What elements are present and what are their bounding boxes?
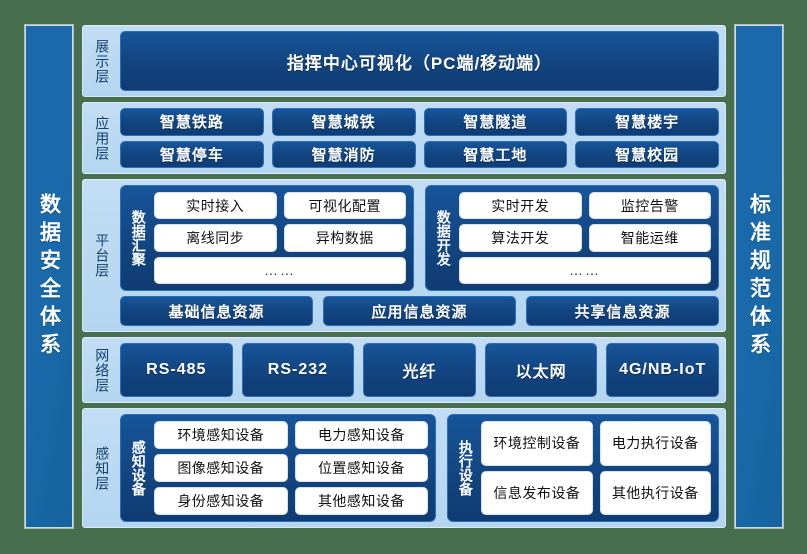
group-data-development: 数据开发 实时开发 监控告警 算法开发 智能运维 <box>425 185 719 291</box>
application-row-1: 智慧铁路 智慧城铁 智慧隧道 智慧楼宇 <box>120 108 719 136</box>
app-item-smart-building[interactable]: 智慧楼宇 <box>575 108 719 136</box>
sensing-groups: 感知设备 环境感知设备 电力感知设备 图像感知设备 位置感知设备 <box>120 414 719 522</box>
chip-other-actuator-device[interactable]: 其他执行设备 <box>599 470 712 515</box>
group-data-development-title-box: 数据开发 <box>433 192 453 284</box>
group-sensing-devices: 感知设备 环境感知设备 电力感知设备 图像感知设备 位置感知设备 <box>120 414 437 522</box>
group-sensing-devices-title: 感知设备 <box>130 440 147 496</box>
group-actuator-devices: 执行设备 环境控制设备 电力执行设备 信息发布设备 其他执行设备 <box>447 414 719 522</box>
layer-display-label-box: 展示层 <box>89 31 115 91</box>
layer-application: 应用层 智慧铁路 智慧城铁 智慧隧道 智慧楼宇 智慧停车 智慧消防 智慧工地 智… <box>82 102 726 174</box>
chip-realtime-ingest[interactable]: 实时接入 <box>154 192 277 220</box>
chip-intelligent-ops[interactable]: 智能运维 <box>588 224 711 252</box>
group-data-aggregation: 数据汇聚 实时接入 可视化配置 离线同步 异构数据 <box>120 185 414 291</box>
chip-environment-control-device[interactable]: 环境控制设备 <box>481 421 593 466</box>
sensing-row-2: 图像感知设备 位置感知设备 <box>154 454 429 482</box>
layer-display-label: 展示层 <box>94 38 111 84</box>
right-pillar-standards: 标准规范体系 <box>735 25 783 528</box>
layer-display-body: 指挥中心可视化（PC端/移动端） <box>120 31 719 91</box>
app-item-smart-metro[interactable]: 智慧城铁 <box>271 108 416 136</box>
chip-power-actuator-device[interactable]: 电力执行设备 <box>599 421 712 466</box>
group-actuator-devices-title: 执行设备 <box>457 440 474 496</box>
sensing-row-3: 身份感知设备 其他感知设备 <box>154 487 429 515</box>
layer-application-label-box: 应用层 <box>89 108 115 168</box>
platform-resource-row: 基础信息资源 应用信息资源 共享信息资源 <box>120 296 719 326</box>
left-pillar-label: 数据安全体系 <box>37 192 61 361</box>
chip-power-sensing-device[interactable]: 电力感知设备 <box>294 421 429 449</box>
actuator-row-2: 信息发布设备 其他执行设备 <box>481 470 712 515</box>
resource-shared-information[interactable]: 共享信息资源 <box>526 296 719 326</box>
app-item-smart-tunnel[interactable]: 智慧隧道 <box>423 108 568 136</box>
network-item-ethernet[interactable]: 以太网 <box>484 343 598 397</box>
chip-monitoring-alarm[interactable]: 监控告警 <box>588 192 711 220</box>
group-data-development-grid: 实时开发 监控告警 算法开发 智能运维 …… <box>459 192 711 284</box>
network-item-fiber[interactable]: 光纤 <box>363 343 476 397</box>
layer-network-body: RS-485 RS-232 光纤 以太网 4G/NB-IoT <box>120 343 719 397</box>
group-data-development-title: 数据开发 <box>435 210 452 266</box>
chip-heterogeneous-data[interactable]: 异构数据 <box>283 224 406 252</box>
development-row-2: 算法开发 智能运维 <box>459 224 711 252</box>
layer-platform-label: 平台层 <box>94 233 111 278</box>
chip-identity-sensing-device[interactable]: 身份感知设备 <box>154 487 288 515</box>
chip-visual-config[interactable]: 可视化配置 <box>283 192 406 220</box>
layer-display: 展示层 指挥中心可视化（PC端/移动端） <box>82 25 726 97</box>
layer-sensing: 感知层 感知设备 环境感知设备 电力感知设备 <box>82 408 726 528</box>
group-sensing-devices-grid: 环境感知设备 电力感知设备 图像感知设备 位置感知设备 身份感知设备 其他感知设… <box>154 421 429 515</box>
application-row-2: 智慧停车 智慧消防 智慧工地 智慧校园 <box>120 140 719 168</box>
layer-platform: 平台层 数据汇聚 实时接入 可视化配置 <box>82 179 726 332</box>
app-item-smart-campus[interactable]: 智慧校园 <box>575 140 719 168</box>
right-pillar-label: 标准规范体系 <box>747 192 771 361</box>
chip-realtime-development[interactable]: 实时开发 <box>459 192 582 220</box>
layer-application-label: 应用层 <box>94 115 111 161</box>
network-items-row: RS-485 RS-232 光纤 以太网 4G/NB-IoT <box>120 343 719 397</box>
aggregation-row-2: 离线同步 异构数据 <box>154 224 406 252</box>
layer-sensing-label-box: 感知层 <box>89 414 115 522</box>
development-row-3: …… <box>459 256 711 284</box>
chip-algorithm-development[interactable]: 算法开发 <box>459 224 582 252</box>
sensing-row-1: 环境感知设备 电力感知设备 <box>154 421 429 449</box>
left-pillar-data-security: 数据安全体系 <box>25 25 73 528</box>
layer-network: 网络层 RS-485 RS-232 光纤 以太网 4G/NB-IoT <box>82 337 726 403</box>
group-data-aggregation-title: 数据汇聚 <box>130 210 147 266</box>
chip-offline-sync[interactable]: 离线同步 <box>154 224 277 252</box>
group-data-aggregation-grid: 实时接入 可视化配置 离线同步 异构数据 …… <box>154 192 406 284</box>
group-actuator-devices-title-box: 执行设备 <box>455 421 475 515</box>
network-item-rs232[interactable]: RS-232 <box>241 343 355 397</box>
chip-location-sensing-device[interactable]: 位置感知设备 <box>294 454 429 482</box>
layer-network-label-box: 网络层 <box>89 343 115 397</box>
platform-groups: 数据汇聚 实时接入 可视化配置 离线同步 异构数据 <box>120 185 719 291</box>
group-data-aggregation-title-box: 数据汇聚 <box>128 192 148 284</box>
group-actuator-devices-grid: 环境控制设备 电力执行设备 信息发布设备 其他执行设备 <box>481 421 712 515</box>
resource-basic-information[interactable]: 基础信息资源 <box>120 296 313 326</box>
app-item-smart-construction-site[interactable]: 智慧工地 <box>423 140 568 168</box>
app-item-smart-parking[interactable]: 智慧停车 <box>120 140 264 168</box>
layer-sensing-label: 感知层 <box>94 445 111 491</box>
aggregation-row-1: 实时接入 可视化配置 <box>154 192 406 220</box>
layer-sensing-body: 感知设备 环境感知设备 电力感知设备 图像感知设备 位置感知设备 <box>120 414 719 522</box>
group-sensing-devices-title-box: 感知设备 <box>128 421 148 515</box>
layer-network-label: 网络层 <box>94 347 111 393</box>
resource-application-information[interactable]: 应用信息资源 <box>323 296 516 326</box>
chip-information-publishing-device[interactable]: 信息发布设备 <box>481 470 593 515</box>
aggregation-row-3: …… <box>154 256 406 284</box>
chip-other-sensing-device[interactable]: 其他感知设备 <box>294 487 429 515</box>
app-item-smart-railway[interactable]: 智慧铁路 <box>120 108 264 136</box>
layer-stack: 展示层 指挥中心可视化（PC端/移动端） 应用层 智慧铁路 智慧城铁 智慧隧道 … <box>82 25 726 528</box>
network-item-4g-nbiot[interactable]: 4G/NB-IoT <box>606 343 719 397</box>
display-banner[interactable]: 指挥中心可视化（PC端/移动端） <box>120 31 719 91</box>
app-item-smart-firefighting[interactable]: 智慧消防 <box>271 140 416 168</box>
chip-development-more[interactable]: …… <box>459 256 711 284</box>
network-item-rs485[interactable]: RS-485 <box>120 343 233 397</box>
layer-platform-label-box: 平台层 <box>89 185 115 326</box>
development-row-1: 实时开发 监控告警 <box>459 192 711 220</box>
layer-platform-body: 数据汇聚 实时接入 可视化配置 离线同步 异构数据 <box>120 185 719 326</box>
chip-image-sensing-device[interactable]: 图像感知设备 <box>154 454 288 482</box>
layer-application-body: 智慧铁路 智慧城铁 智慧隧道 智慧楼宇 智慧停车 智慧消防 智慧工地 智慧校园 <box>120 108 719 168</box>
chip-aggregation-more[interactable]: …… <box>154 256 406 284</box>
chip-environment-sensing-device[interactable]: 环境感知设备 <box>154 421 288 449</box>
actuator-row-1: 环境控制设备 电力执行设备 <box>481 421 712 466</box>
